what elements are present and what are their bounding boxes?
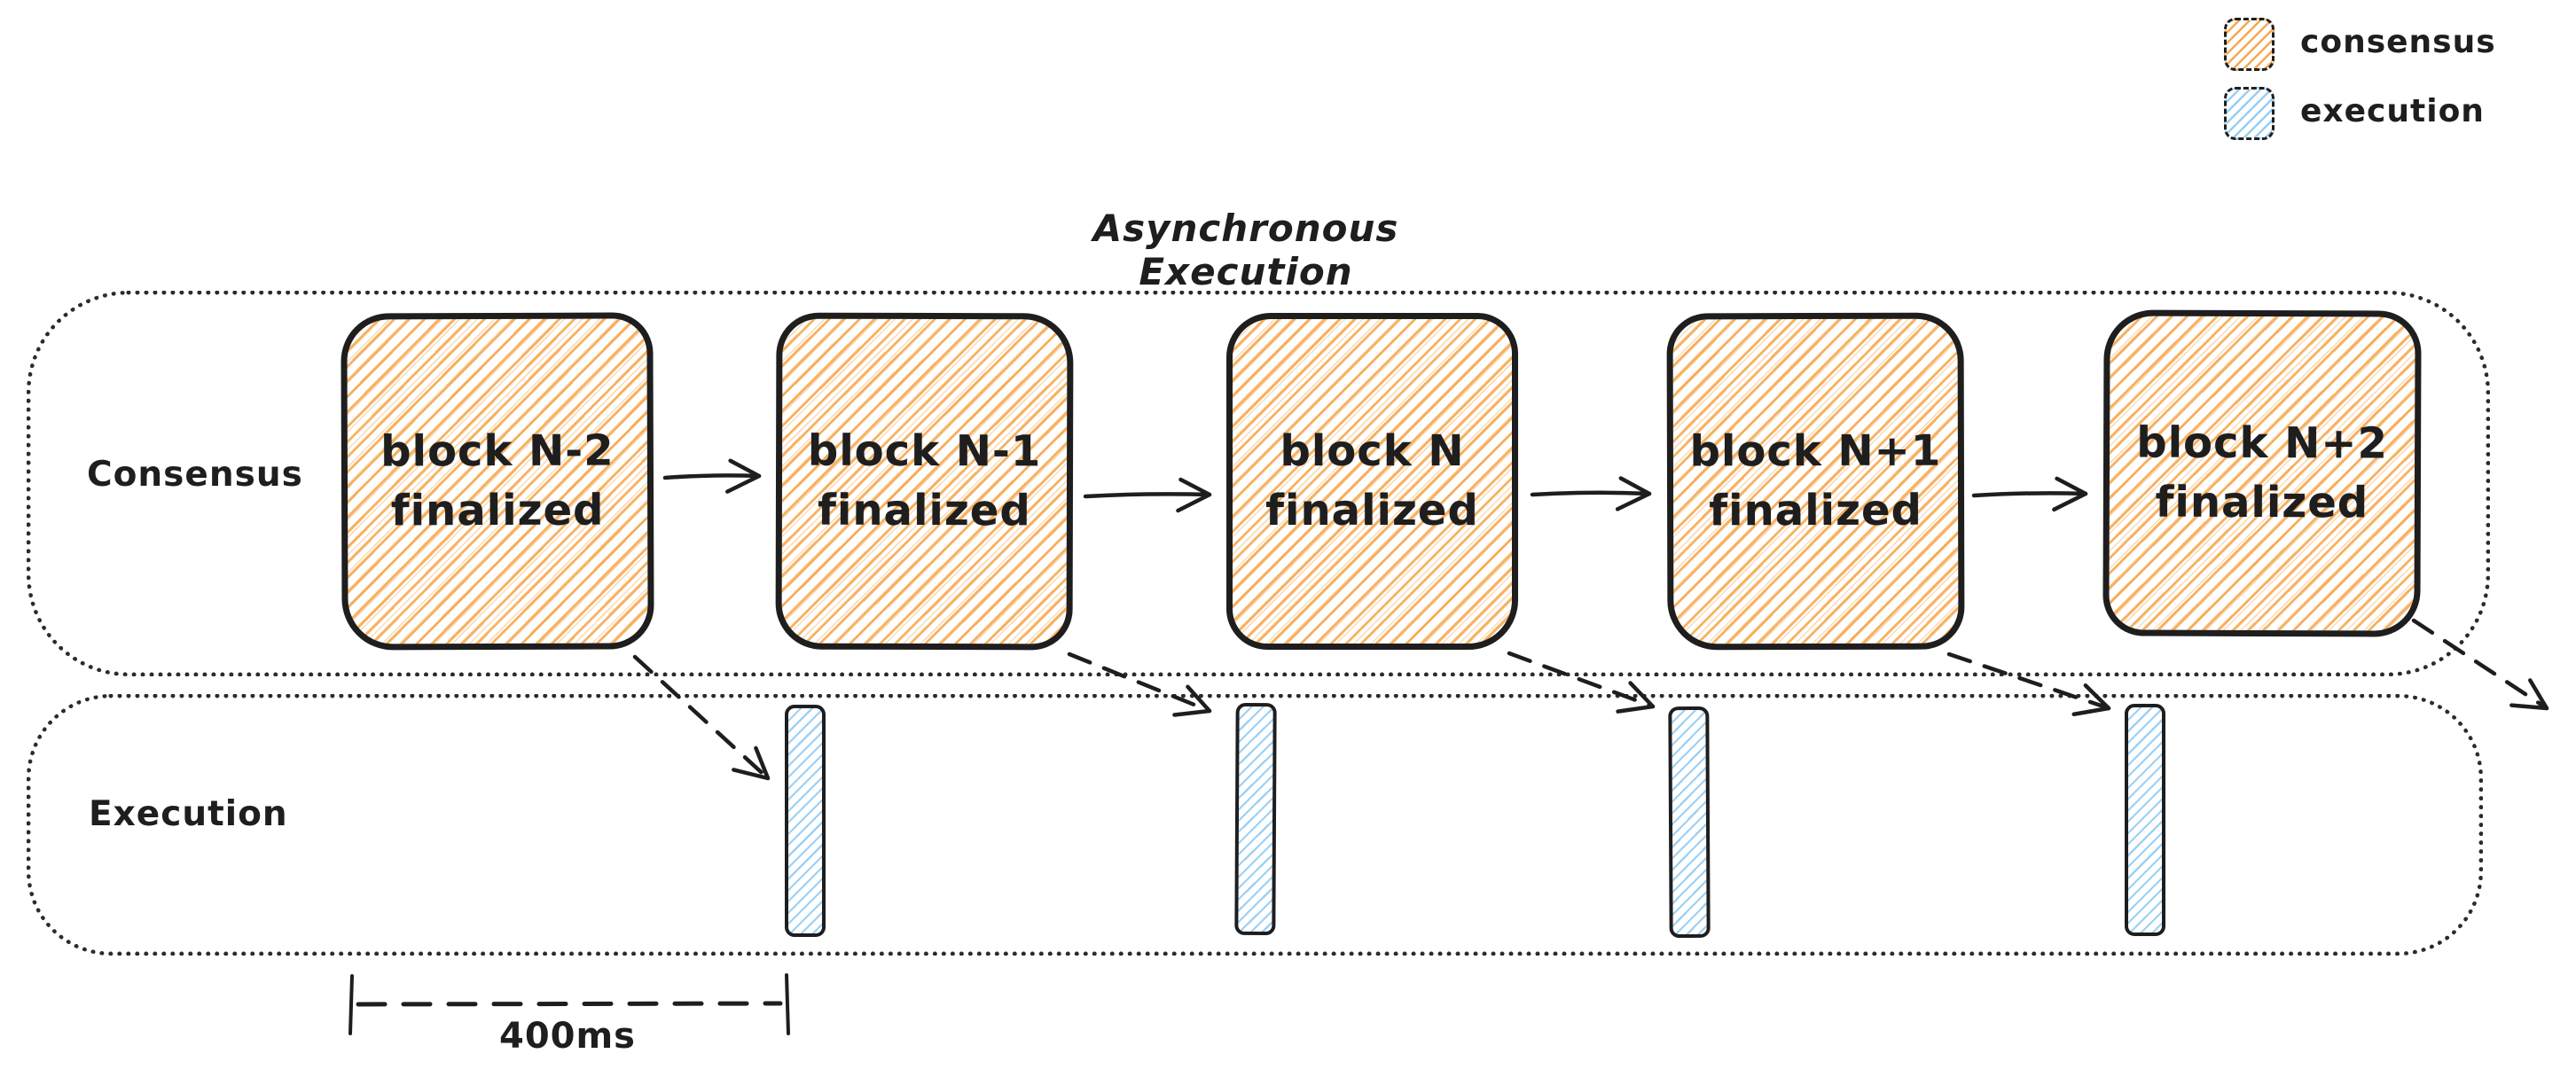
measurement-tick-right	[785, 973, 790, 1035]
measurement-label: 400ms	[499, 1016, 636, 1057]
block-label-line1: block N+2	[2136, 418, 2389, 469]
block-n-minus-1-finalized: block N-1 finalized	[775, 312, 1074, 651]
execution-slot-2	[1234, 702, 1277, 936]
block-label-line2: finalized	[390, 485, 605, 536]
block-n-finalized: block N finalized	[1226, 313, 1518, 650]
execution-lane	[27, 694, 2483, 956]
execution-slot-1	[785, 705, 826, 937]
legend-label-execution: execution	[2300, 93, 2485, 129]
measurement-tick-left	[348, 974, 354, 1035]
block-label-line2: finalized	[2155, 477, 2369, 528]
block-n-plus-1-finalized: block N+1 finalized	[1666, 312, 1965, 651]
consensus-lane-label: Consensus	[87, 455, 303, 495]
block-label-line2: finalized	[1265, 486, 1479, 535]
execution-slot-4	[2125, 704, 2165, 936]
block-label-line1: block N-1	[807, 425, 1042, 477]
diagram-title: Asynchronous Execution	[1092, 207, 1399, 293]
block-label-line1: block N-2	[380, 425, 615, 477]
block-label-line2: finalized	[818, 485, 1031, 536]
block-n-minus-2-finalized: block N-2 finalized	[341, 312, 654, 651]
consensus-lane	[27, 291, 2490, 676]
block-label-line1: block N	[1280, 426, 1465, 477]
execution-lane-label: Execution	[89, 794, 288, 834]
block-label-line2: finalized	[1709, 485, 1922, 536]
block-n-plus-2-finalized: block N+2 finalized	[2102, 309, 2422, 637]
block-label-line1: block N+1	[1689, 425, 1942, 477]
legend-label-consensus: consensus	[2300, 24, 2496, 60]
legend-execution-swatch-icon	[2224, 87, 2275, 140]
measurement-dashed-line	[356, 1001, 783, 1007]
execution-slot-3	[1668, 706, 1711, 939]
legend-consensus-swatch-icon	[2224, 18, 2275, 71]
